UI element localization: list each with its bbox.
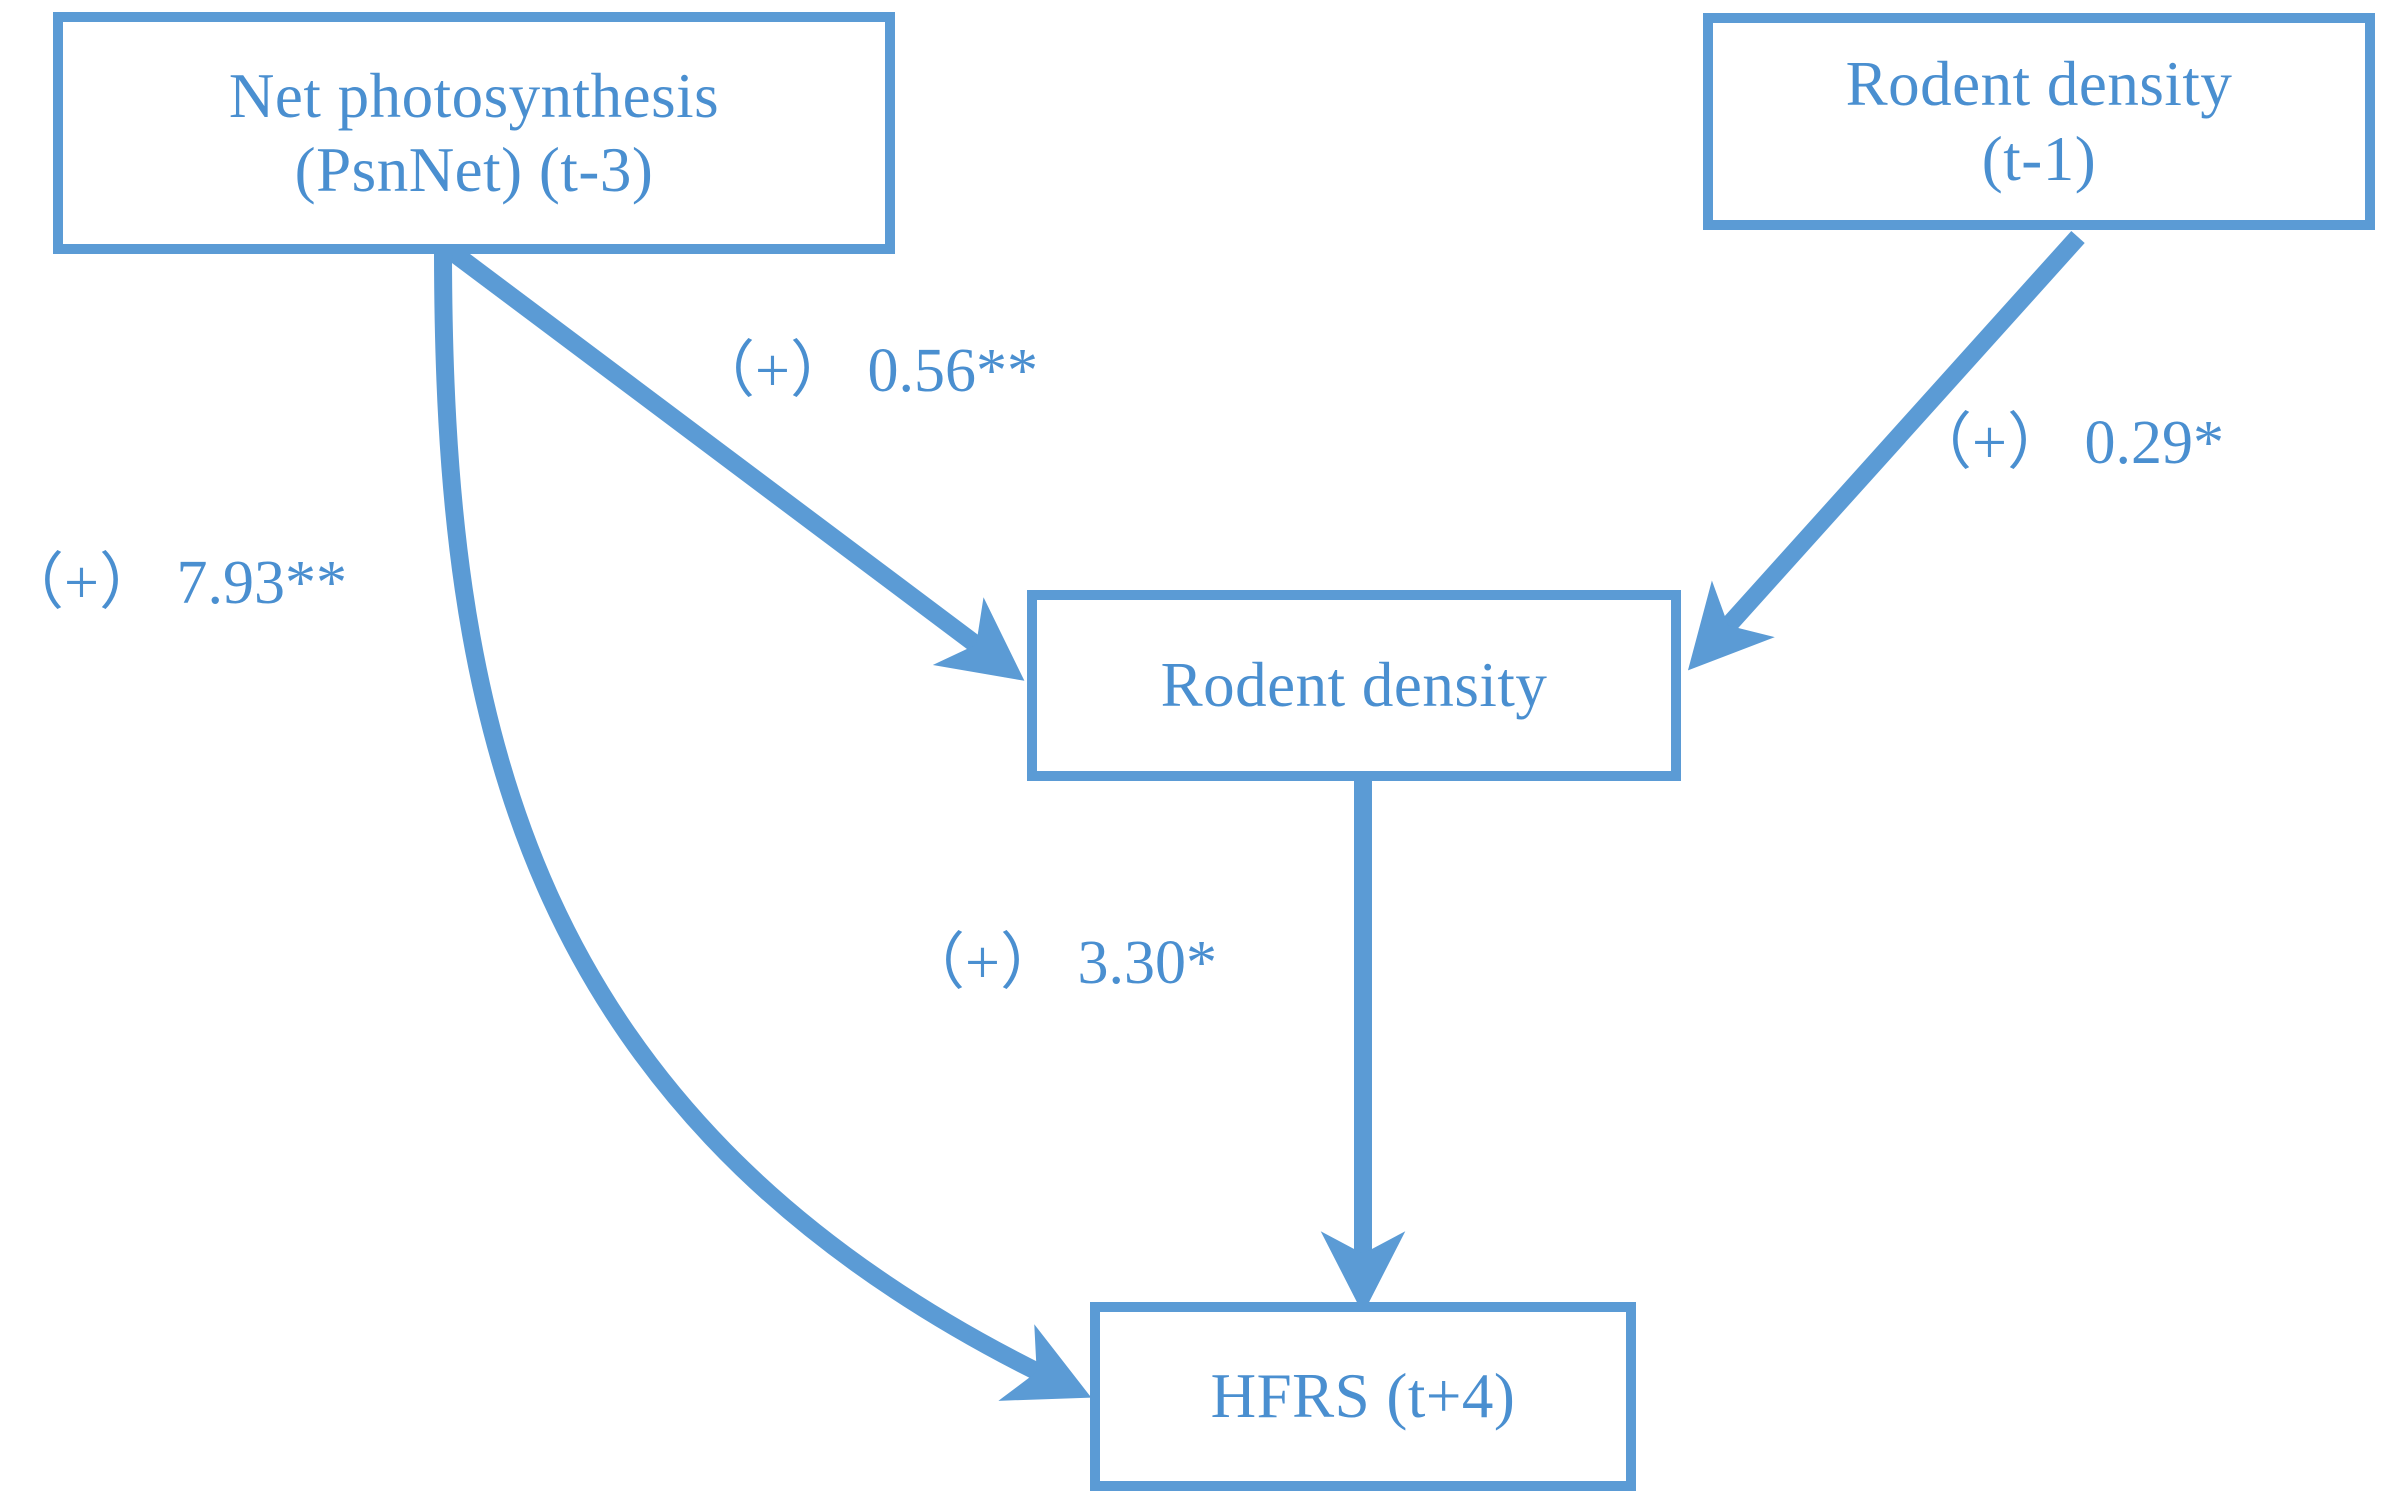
node-label-rodent-density-t1: Rodent density (t-1): [1845, 49, 2233, 194]
edge-rodent-t1-to-rodent: [1687, 230, 2085, 671]
node-net-photosynthesis[interactable]: Net photosynthesis (PsnNet) (t-3): [53, 12, 895, 254]
node-hfrs[interactable]: HFRS (t+4): [1090, 1302, 1636, 1491]
node-label-rodent-density: Rodent density: [1160, 650, 1548, 721]
node-rodent-density[interactable]: Rodent density: [1027, 590, 1681, 781]
node-label-net-photosynthesis: Net photosynthesis (PsnNet) (t-3): [228, 60, 720, 205]
edge-label-psn-to-rodent: （+） 0.56**: [693, 337, 1038, 405]
edge-label-rodent-to-hfrs: （+） 3.30*: [903, 929, 1217, 997]
edge-label-psn-to-hfrs: （+） 7.93**: [2, 549, 347, 617]
edge-psn-to-rodent: [441, 240, 1025, 681]
node-label-hfrs: HFRS (t+4): [1210, 1361, 1516, 1432]
edge-label-rodent-t1-to-rodent: （+） 0.29*: [1910, 409, 2224, 477]
edge-psn-to-hfrs: [434, 247, 1092, 1401]
node-rodent-density-t1[interactable]: Rodent density (t-1): [1703, 13, 2375, 230]
